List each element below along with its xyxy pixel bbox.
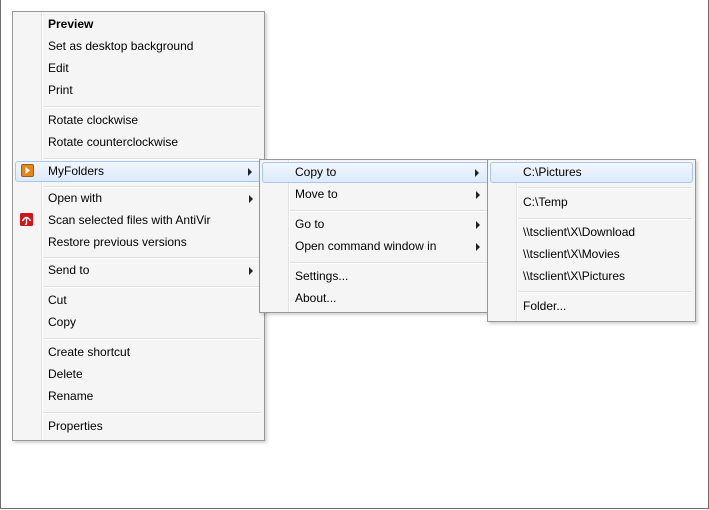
menu-separator [290, 210, 488, 212]
menu-separator [518, 218, 692, 220]
submenu-arrow-icon [476, 243, 480, 251]
menu-item-tsclient-pictures[interactable]: \\tsclient\X\Pictures [523, 269, 626, 283]
myfolders-arrow-icon [21, 164, 34, 177]
menu-separator [518, 187, 692, 189]
context-menu: Preview Set as desktop background Edit P… [12, 11, 265, 441]
menu-item-preview[interactable]: Preview [48, 17, 94, 31]
antivir-umbrella-icon [20, 213, 33, 226]
menu-item-label: Open command window in [295, 239, 437, 253]
menu-item-properties[interactable]: Properties [48, 419, 103, 433]
menu-separator [43, 106, 261, 108]
menu-item-folder[interactable]: Folder... [523, 299, 567, 313]
menu-item-set-desktop-background[interactable]: Set as desktop background [48, 39, 194, 53]
menu-item-settings[interactable]: Settings... [295, 269, 349, 283]
menu-item-label: Copy to [295, 165, 337, 179]
menu-separator [43, 257, 261, 259]
menu-item-about[interactable]: About... [295, 291, 337, 305]
menu-separator [43, 158, 261, 160]
menu-separator [43, 338, 261, 340]
menu-item-rename[interactable]: Rename [48, 389, 94, 403]
copy-to-submenu: C:\Pictures C:\Temp \\tsclient\X\Downloa… [487, 159, 696, 322]
menu-item-rotate-counterclockwise[interactable]: Rotate counterclockwise [48, 135, 179, 149]
menu-item-label: MyFolders [48, 164, 105, 178]
menu-item-tsclient-movies[interactable]: \\tsclient\X\Movies [523, 247, 620, 261]
menu-item-go-to[interactable]: Go to [262, 214, 489, 235]
menu-item-tsclient-download[interactable]: \\tsclient\X\Download [523, 225, 636, 239]
menu-item-print[interactable]: Print [48, 83, 73, 97]
menu-separator [518, 291, 692, 293]
menu-item-move-to[interactable]: Move to [262, 184, 489, 205]
menu-item-label: Go to [295, 217, 325, 231]
submenu-arrow-icon [476, 221, 480, 229]
menu-item-copy[interactable]: Copy [48, 315, 77, 329]
menu-item-label: Send to [48, 263, 90, 277]
menu-item-c-pictures[interactable]: C:\Pictures [490, 162, 693, 183]
menu-item-cut[interactable]: Cut [48, 293, 67, 307]
menu-item-edit[interactable]: Edit [48, 61, 69, 75]
menu-separator [43, 286, 261, 288]
myfolders-submenu: Copy to Move to Go to Open command windo… [259, 159, 492, 313]
submenu-arrow-icon [475, 169, 479, 177]
menu-item-restore-previous-versions[interactable]: Restore previous versions [48, 235, 187, 249]
menu-separator [43, 412, 261, 414]
menu-item-myfolders[interactable]: MyFolders [15, 161, 262, 182]
menu-item-label: Scan selected files with AntiVir [48, 213, 211, 227]
menu-item-open-with[interactable]: Open with [15, 188, 262, 209]
menu-item-create-shortcut[interactable]: Create shortcut [48, 345, 131, 359]
menu-item-c-temp[interactable]: C:\Temp [523, 195, 568, 209]
submenu-arrow-icon [476, 191, 480, 199]
menu-item-label: Move to [295, 187, 338, 201]
menu-item-copy-to[interactable]: Copy to [262, 162, 489, 183]
menu-separator [43, 186, 261, 188]
menu-item-send-to[interactable]: Send to [15, 260, 262, 281]
submenu-arrow-icon [249, 195, 253, 203]
menu-item-rotate-clockwise[interactable]: Rotate clockwise [48, 113, 139, 127]
menu-item-open-command-window-in[interactable]: Open command window in [262, 236, 489, 257]
submenu-arrow-icon [248, 168, 252, 176]
submenu-arrow-icon [249, 267, 253, 275]
menu-item-scan-antivir[interactable]: Scan selected files with AntiVir [15, 210, 262, 231]
menu-item-delete[interactable]: Delete [48, 367, 83, 381]
menu-item-label: Open with [48, 191, 103, 205]
menu-separator [290, 262, 488, 264]
